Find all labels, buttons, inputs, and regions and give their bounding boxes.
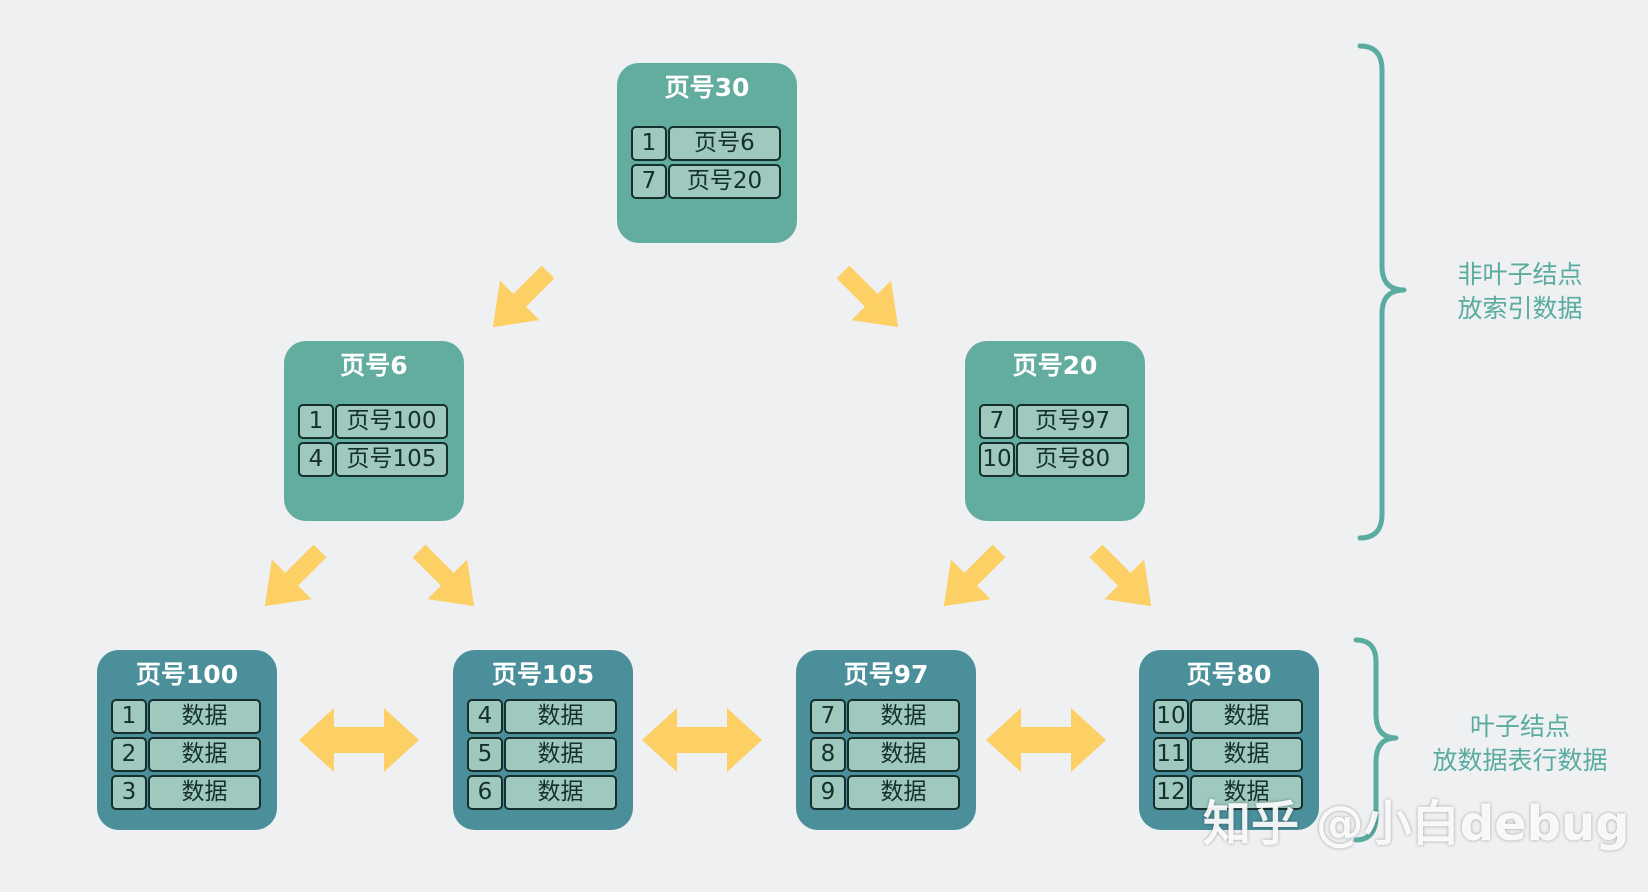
row-key: 10: [1153, 699, 1189, 734]
arrow-root-to-page6: [492, 265, 555, 328]
node-rows: 7 数据 8 数据 9 数据: [810, 699, 960, 813]
node-rows: 4 数据 5 数据 6 数据: [467, 699, 617, 813]
node-row: 3 数据: [111, 775, 261, 810]
row-data: 数据: [847, 737, 960, 772]
leaf-node-page105: 页号105 4 数据 5 数据 6 数据: [453, 650, 633, 830]
non-leaf-label: 非叶子结点 放索引数据: [1410, 258, 1630, 326]
row-pointer: 页号20: [668, 164, 781, 199]
row-data: 数据: [847, 775, 960, 810]
row-key: 11: [1153, 737, 1189, 772]
row-data: 数据: [1190, 775, 1303, 810]
row-key: 6: [467, 775, 503, 810]
node-rows: 10 数据 11 数据 12 数据: [1153, 699, 1303, 813]
leaf-label: 叶子结点 放数据表行数据: [1410, 710, 1630, 778]
node-rows: 1 页号100 4 页号105: [298, 404, 448, 480]
row-pointer: 页号6: [668, 126, 781, 161]
row-key: 12: [1153, 775, 1189, 810]
node-title: 页号97: [843, 660, 929, 689]
node-title: 页号80: [1186, 660, 1272, 689]
node-row: 4 数据: [467, 699, 617, 734]
root-row: 1 页号6: [631, 126, 781, 161]
node-row: 7 页号97: [979, 404, 1129, 439]
row-key: 10: [979, 442, 1015, 477]
double-arrow-leaf1-leaf2: [299, 708, 419, 772]
row-key: 4: [467, 699, 503, 734]
leaf-label-line: 放数据表行数据: [1432, 746, 1608, 775]
row-pointer: 页号80: [1016, 442, 1129, 477]
row-pointer: 页号97: [1016, 404, 1129, 439]
root-node: 页号30 1 页号6 7 页号20: [617, 63, 797, 243]
row-key: 4: [298, 442, 334, 477]
root-row: 7 页号20: [631, 164, 781, 199]
node-row: 1 页号100: [298, 404, 448, 439]
arrow-root-to-page20: [836, 265, 899, 328]
internal-node-page6: 页号6 1 页号100 4 页号105: [284, 341, 464, 521]
row-data: 数据: [148, 775, 261, 810]
row-data: 数据: [504, 699, 617, 734]
node-title: 页号6: [340, 351, 408, 380]
row-pointer: 页号100: [335, 404, 448, 439]
node-row: 10 页号80: [979, 442, 1129, 477]
node-row: 8 数据: [810, 737, 960, 772]
row-data: 数据: [1190, 699, 1303, 734]
row-key: 9: [810, 775, 846, 810]
node-row: 10 数据: [1153, 699, 1303, 734]
row-key: 1: [111, 699, 147, 734]
node-row: 7 数据: [810, 699, 960, 734]
root-title: 页号30: [664, 73, 750, 102]
leaf-node-page97: 页号97 7 数据 8 数据 9 数据: [796, 650, 976, 830]
node-title: 页号105: [491, 660, 595, 689]
node-row: 4 页号105: [298, 442, 448, 477]
row-key: 7: [631, 164, 667, 199]
node-row: 12 数据: [1153, 775, 1303, 810]
row-data: 数据: [504, 775, 617, 810]
node-title: 页号20: [1012, 351, 1098, 380]
row-key: 1: [631, 126, 667, 161]
leaf-label-line: 叶子结点: [1469, 712, 1570, 741]
arrow-page20-to-page97: [943, 544, 1006, 607]
node-row: 11 数据: [1153, 737, 1303, 772]
row-pointer: 页号105: [335, 442, 448, 477]
row-data: 数据: [148, 699, 261, 734]
leaf-brace: [1353, 637, 1399, 843]
arrow-page6-to-page105: [412, 544, 475, 607]
node-row: 5 数据: [467, 737, 617, 772]
row-key: 7: [979, 404, 1015, 439]
node-row: 1 数据: [111, 699, 261, 734]
leaf-node-page100: 页号100 1 数据 2 数据 3 数据: [97, 650, 277, 830]
arrow-page6-to-page100: [264, 544, 327, 607]
non-leaf-label-line: 放索引数据: [1457, 294, 1583, 323]
node-row: 6 数据: [467, 775, 617, 810]
row-key: 1: [298, 404, 334, 439]
watermark: 知乎 @小白debug: [1203, 796, 1630, 852]
double-arrow-leaf3-leaf4: [986, 708, 1106, 772]
node-rows: 1 数据 2 数据 3 数据: [111, 699, 261, 813]
row-key: 3: [111, 775, 147, 810]
row-key: 5: [467, 737, 503, 772]
node-row: 9 数据: [810, 775, 960, 810]
row-data: 数据: [847, 699, 960, 734]
leaf-node-page80: 页号80 10 数据 11 数据 12 数据: [1139, 650, 1319, 830]
node-title: 页号100: [135, 660, 239, 689]
row-key: 8: [810, 737, 846, 772]
double-arrow-leaf2-leaf3: [642, 708, 762, 772]
row-data: 数据: [1190, 737, 1303, 772]
non-leaf-brace: [1357, 43, 1407, 541]
node-rows: 7 页号97 10 页号80: [979, 404, 1129, 480]
row-data: 数据: [148, 737, 261, 772]
arrow-page20-to-page80: [1089, 544, 1152, 607]
row-key: 2: [111, 737, 147, 772]
node-row: 2 数据: [111, 737, 261, 772]
internal-node-page20: 页号20 7 页号97 10 页号80: [965, 341, 1145, 521]
row-key: 7: [810, 699, 846, 734]
root-rows: 1 页号6 7 页号20: [631, 126, 781, 202]
row-data: 数据: [504, 737, 617, 772]
non-leaf-label-line: 非叶子结点: [1457, 260, 1583, 289]
